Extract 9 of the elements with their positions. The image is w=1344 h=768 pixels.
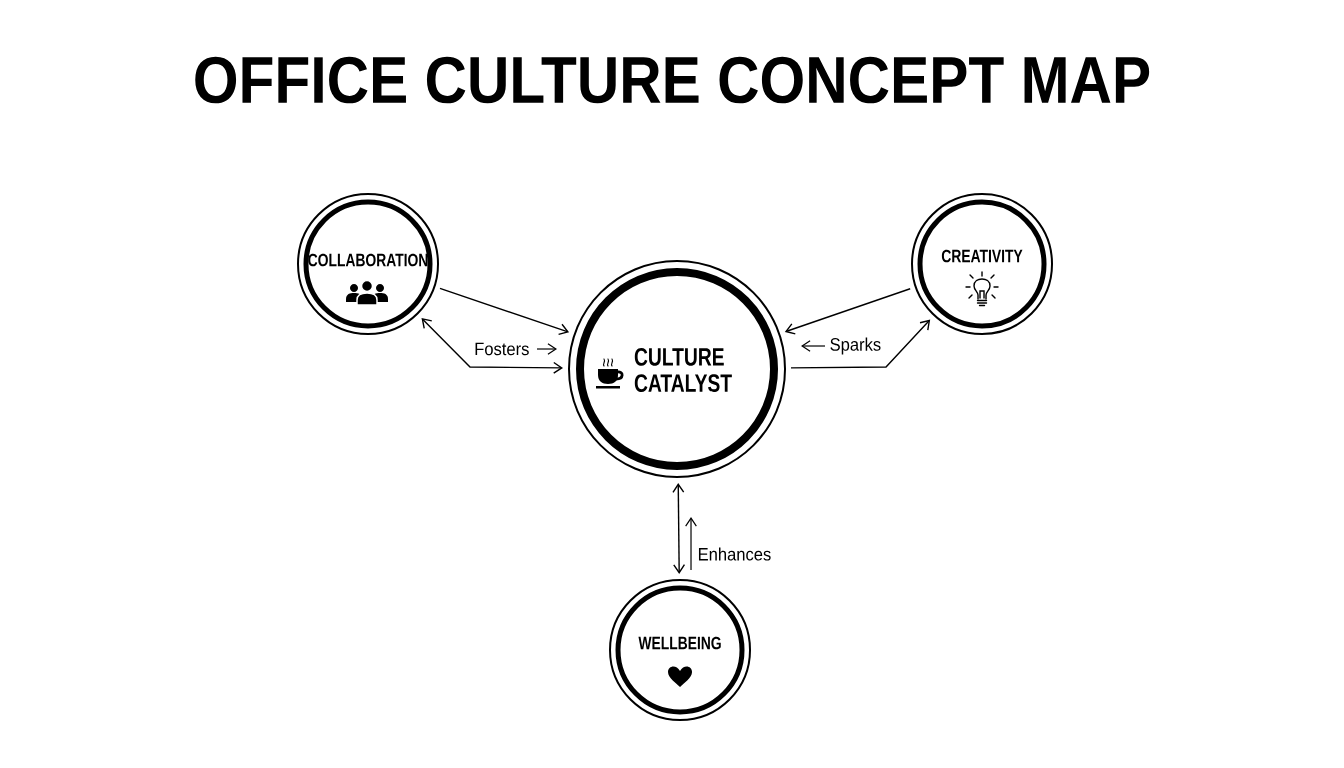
edge-label: Enhances	[696, 546, 773, 562]
edge-label: Sparks	[828, 336, 883, 356]
connector-arrow	[784, 288, 911, 335]
edge-label: Fosters	[472, 341, 531, 357]
connector-arrow	[672, 483, 686, 574]
connector-arrow	[421, 318, 564, 374]
title: OFFICE CULTURE CONCEPT MAP	[195, 56, 1150, 104]
connector-arrow	[439, 287, 570, 336]
connector-arrow	[790, 319, 931, 369]
